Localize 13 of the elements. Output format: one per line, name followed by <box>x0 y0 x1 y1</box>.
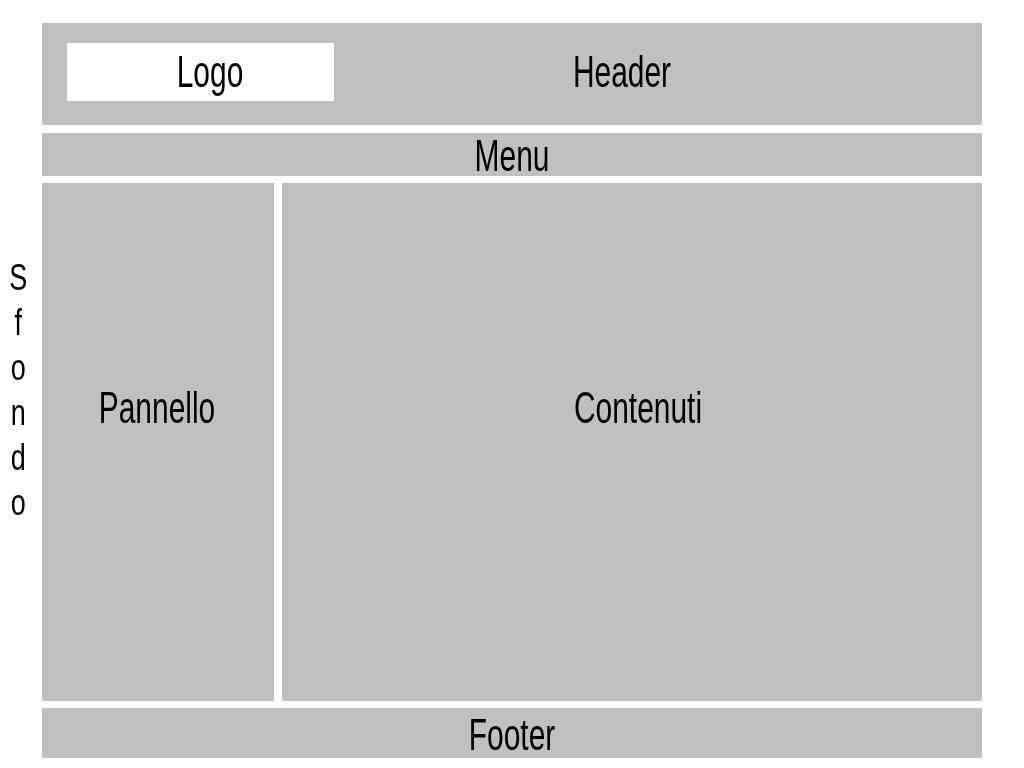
menu-label: Menu <box>474 134 550 178</box>
content-area <box>282 183 982 701</box>
header-band <box>42 23 982 125</box>
footer-label: Footer <box>468 713 556 757</box>
panel-label: Pannello <box>98 386 216 430</box>
inset-label: Logo <box>176 50 244 94</box>
background-label: Sfondo <box>4 257 32 527</box>
content-label: Contenuti <box>573 386 703 430</box>
side-panel <box>42 183 274 701</box>
header-label: Header <box>572 50 672 94</box>
footer-bar <box>42 708 982 758</box>
menu-bar <box>42 133 982 176</box>
inset-panel <box>67 43 334 101</box>
